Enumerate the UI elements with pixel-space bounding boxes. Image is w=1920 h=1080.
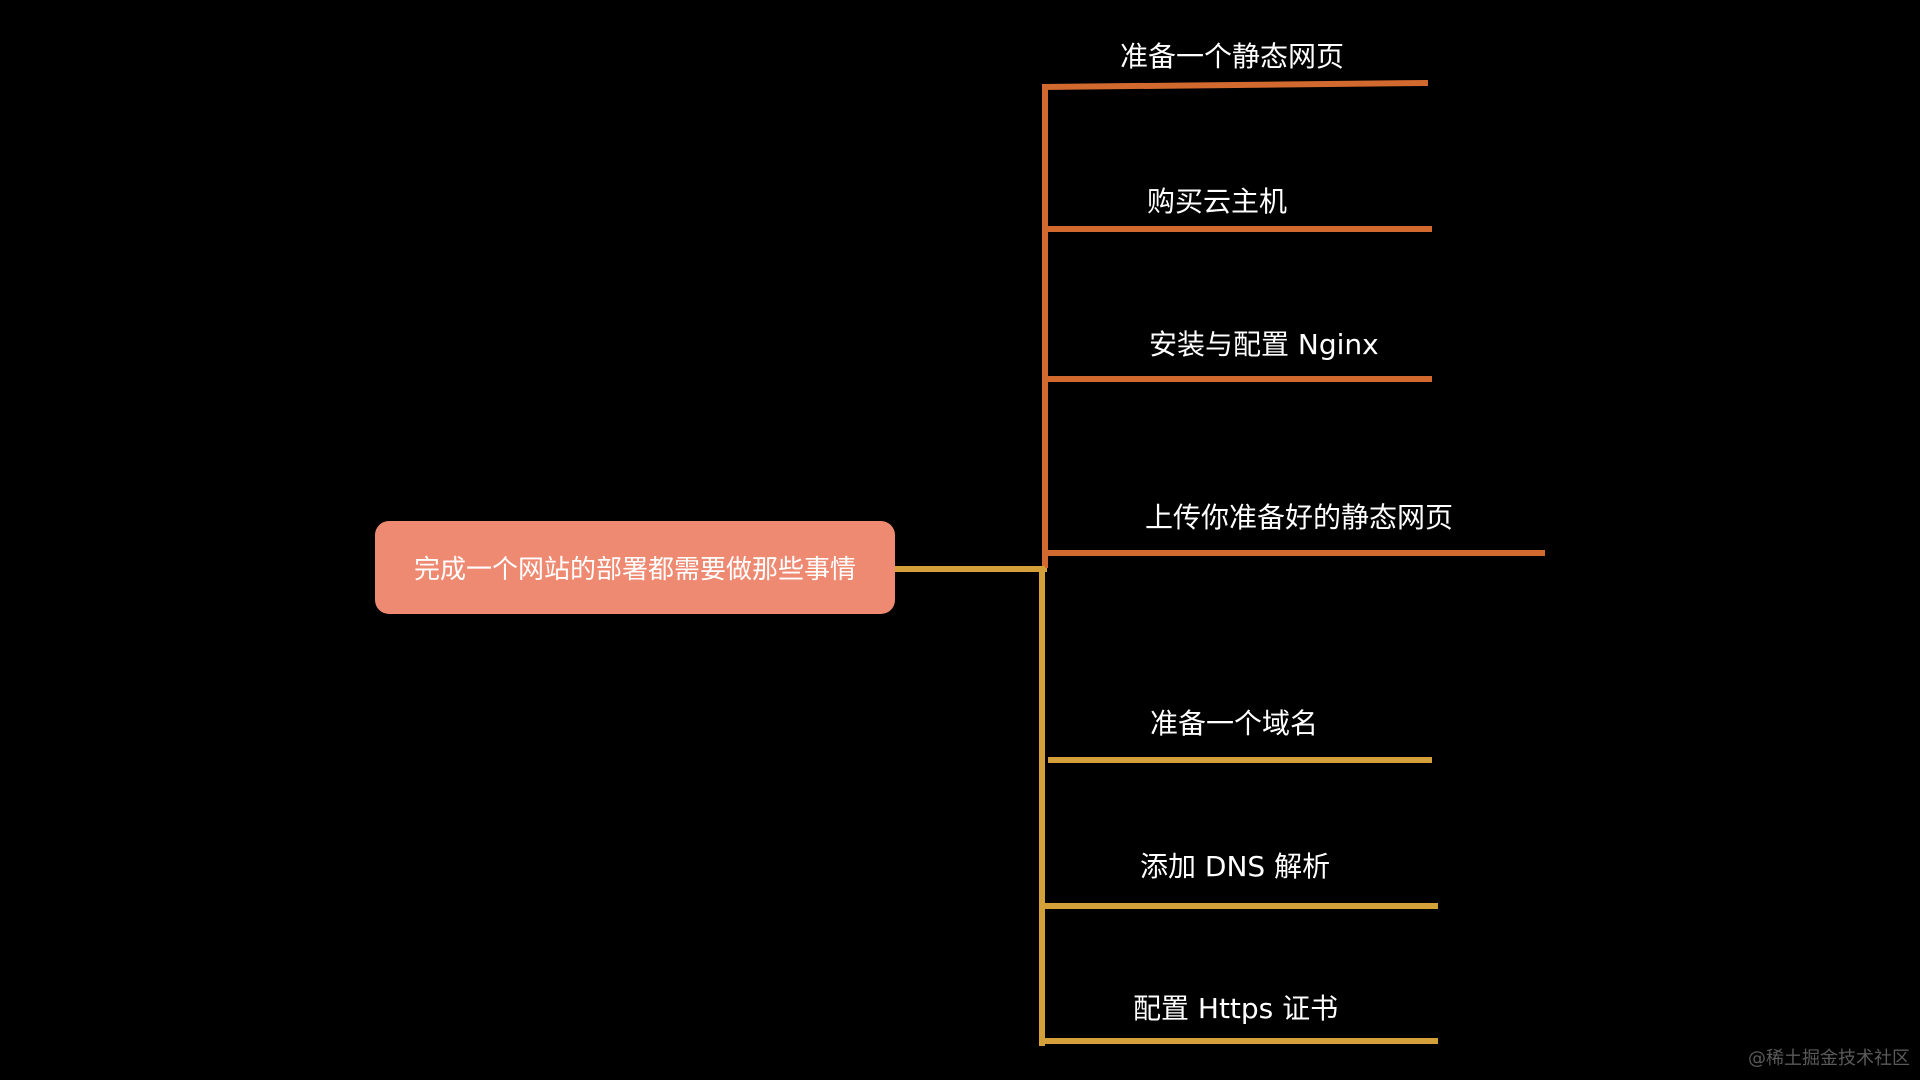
branch-label-7: 配置 Https 证书	[1133, 992, 1339, 1025]
branch-line-5	[1048, 757, 1432, 763]
branch-label-1: 准备一个静态网页	[1120, 40, 1345, 73]
root-connector	[895, 566, 1047, 572]
root-node-label: 完成一个网站的部署都需要做那些事情	[413, 555, 856, 585]
branch-line-2	[1046, 226, 1432, 232]
branch-line-7	[1039, 1038, 1438, 1044]
branch-label-5: 准备一个域名	[1150, 707, 1319, 740]
branch-line-1	[1041, 79, 1429, 90]
branch-label-4: 上传你准备好的静态网页	[1145, 501, 1454, 534]
branch-label-2: 购买云主机	[1147, 185, 1288, 218]
root-node[interactable]: 完成一个网站的部署都需要做那些事情	[375, 521, 895, 614]
branch-line-4	[1046, 550, 1545, 556]
upper-trunk	[1042, 86, 1048, 568]
branch-line-6	[1042, 903, 1438, 909]
watermark: @稀土掘金技术社区	[1748, 1048, 1910, 1069]
lower-trunk	[1039, 566, 1045, 1046]
branch-line-3	[1046, 376, 1432, 382]
branch-label-6: 添加 DNS 解析	[1140, 850, 1331, 883]
branch-label-3: 安装与配置 Nginx	[1149, 328, 1379, 361]
